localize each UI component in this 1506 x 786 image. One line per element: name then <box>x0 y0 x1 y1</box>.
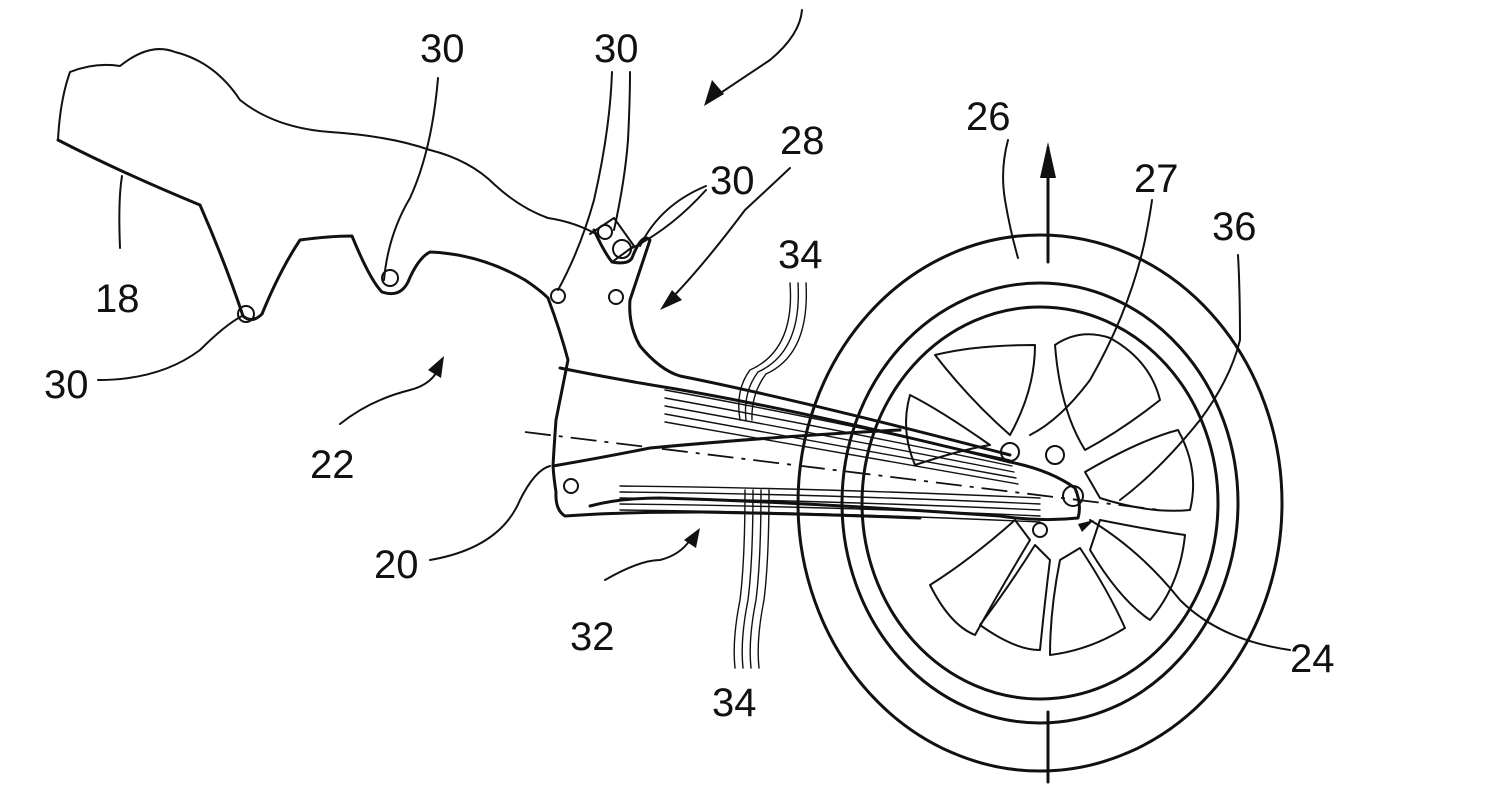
label-36: 36 <box>1212 205 1257 249</box>
axle-pivot <box>1045 445 1065 465</box>
leader-lines <box>97 9 1291 651</box>
axle-pivot <box>1062 485 1084 507</box>
leaf-springs <box>619 282 1041 669</box>
label-32: 32 <box>570 615 615 659</box>
wheel <box>796 142 1284 784</box>
axle-pivot <box>1000 442 1020 462</box>
label-26: 26 <box>966 95 1011 139</box>
label-27: 27 <box>1134 157 1179 201</box>
label-30-top-center: 30 <box>594 27 639 71</box>
label-24: 24 <box>1290 637 1335 681</box>
label-22: 22 <box>310 443 355 487</box>
swing-arm <box>524 366 1161 522</box>
label-30-top-left: 30 <box>420 27 465 71</box>
reference-numerals: 18 30 30 30 30 28 34 22 20 32 34 26 27 3… <box>44 27 1335 725</box>
attachment-point <box>237 305 255 323</box>
attachment-points <box>237 224 632 323</box>
attachment-point <box>608 289 624 305</box>
attachment-point <box>550 288 566 304</box>
label-30-left: 30 <box>44 363 89 407</box>
attachment-point <box>597 224 613 240</box>
label-30-right: 30 <box>710 159 755 203</box>
label-34-top: 34 <box>778 233 823 277</box>
label-18: 18 <box>95 277 140 321</box>
label-34-bottom: 34 <box>712 681 757 725</box>
pivot-hole <box>563 478 579 494</box>
axle-pivot <box>1032 522 1048 538</box>
label-20: 20 <box>374 543 419 587</box>
chassis-frame <box>56 48 1012 520</box>
label-28: 28 <box>780 119 825 163</box>
attachment-point <box>381 269 399 287</box>
